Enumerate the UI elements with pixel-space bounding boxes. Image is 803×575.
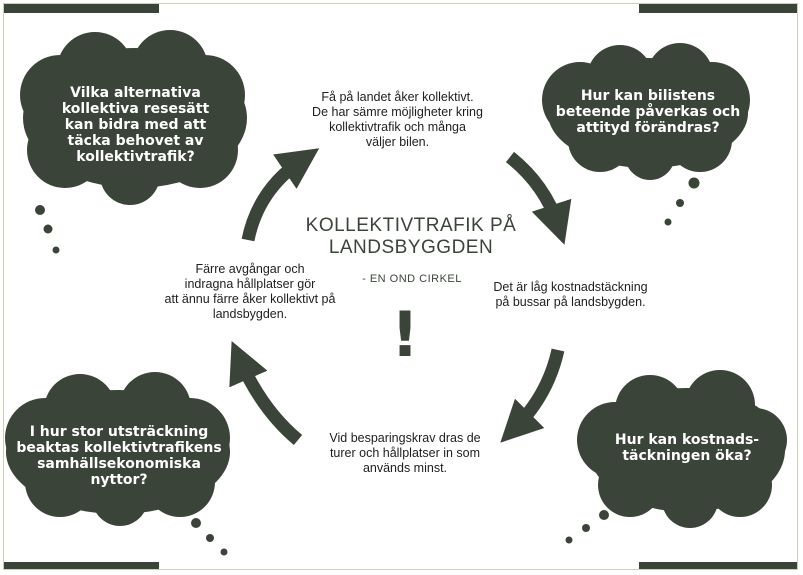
cycle-step-few-travel: Få på landet åker kollektivt. De har säm… bbox=[312, 90, 483, 149]
curved-arrow-icon-top-left bbox=[241, 148, 320, 242]
question-alternative-transport: Vilka alternativa kollektiva resesätt ka… bbox=[61, 85, 210, 165]
cycle-step-low-cost-coverage: Det är låg kostnadstäckning på bussar på… bbox=[493, 280, 648, 309]
curved-arrow-icon-bottom-right bbox=[500, 348, 565, 443]
frame-corner-top-right bbox=[639, 4, 797, 13]
frame-corner-bottom-left bbox=[4, 562, 159, 569]
thought-cloud-icon-top-right bbox=[542, 43, 750, 226]
cycle-step-fewer-departures: Färre avgångar och indragna hållplatser … bbox=[164, 262, 336, 321]
curved-arrow-icon-bottom-left bbox=[229, 340, 303, 445]
curved-arrow-icon-top-right bbox=[505, 151, 572, 245]
frame-corner-top-left bbox=[4, 4, 159, 13]
exclamation-mark: ! bbox=[390, 298, 420, 371]
question-socioeconomic-benefits: I hur stor utsträckning beaktas kollekti… bbox=[16, 424, 222, 488]
cycle-step-cutbacks: Vid besparingskrav dras de turer och hål… bbox=[329, 431, 481, 475]
diagram-frame bbox=[3, 3, 798, 570]
thought-cloud-icon-top-left bbox=[20, 30, 247, 254]
question-cost-coverage: Hur kan kostnads- täckningen öka? bbox=[614, 432, 760, 464]
thought-cloud-icon-bottom-left bbox=[5, 372, 230, 556]
question-driver-behaviour: Hur kan bilistens beteende påverkas och … bbox=[555, 88, 741, 136]
thought-cloud-icon-bottom-right bbox=[565, 370, 787, 544]
frame-corner-bottom-right bbox=[639, 562, 797, 569]
diagram-title: KOLLEKTIVTRAFIK PÅ LANDSBYGGDEN bbox=[305, 215, 517, 258]
diagram-subtitle: - EN OND CIRKEL bbox=[362, 273, 462, 285]
